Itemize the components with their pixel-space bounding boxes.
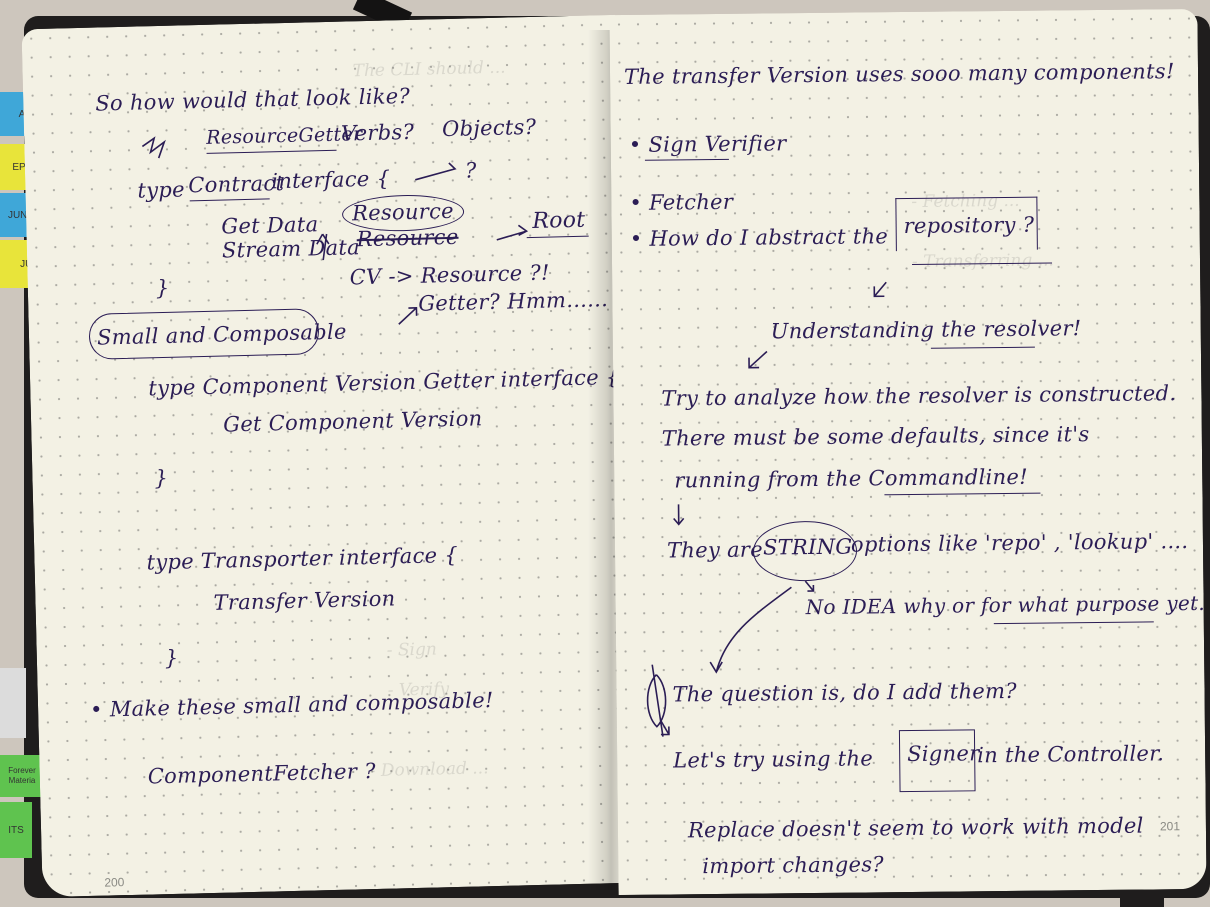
null-symbol — [646, 664, 667, 737]
handwritten-line: Objects? — [441, 114, 537, 142]
arrow-mark — [496, 224, 529, 241]
scribble-mark — [141, 136, 166, 159]
handwritten-line: running from the Commandline! — [674, 464, 1029, 493]
circled-phrase — [88, 308, 320, 360]
handwritten-line: interface { — [270, 166, 391, 194]
handwritten-line: They are — [666, 537, 764, 563]
handwritten-line: Stream Data — [221, 235, 361, 263]
handwritten-line: • Fetcher — [629, 189, 734, 215]
handwritten-line: Contract — [188, 171, 285, 198]
underline — [189, 198, 270, 202]
handwritten-line: • How do I abstract the — [629, 224, 889, 251]
curved-arrow — [709, 586, 792, 674]
handwritten-line: in the Controller. — [977, 741, 1165, 768]
arrow-mark — [398, 307, 418, 325]
handwritten-line: Get Component Version — [222, 406, 483, 437]
handwritten-line: type Transporter interface { — [146, 542, 459, 575]
handwritten-line: Root — [532, 207, 586, 234]
handwritten-line: • Sign Verifier — [628, 131, 787, 157]
handwritten-line: Replace doesn't seem to work with model — [687, 813, 1144, 843]
handwritten-line: Get Data — [221, 212, 319, 239]
handwritten-line: ResourceGetter — [205, 123, 363, 149]
handwritten-line: type Component Version Getter interface … — [148, 364, 620, 401]
handwritten-line: Verbs? — [340, 119, 415, 146]
handwritten-line: Resource — [356, 224, 459, 252]
handwritten-line: Let's try using the — [673, 746, 874, 773]
boxed-word — [898, 729, 976, 793]
handwritten-line: The transfer Version uses sooo many comp… — [623, 59, 1175, 89]
handwritten-line: } — [164, 645, 179, 671]
handwritten-line: • Make these small and composable! — [89, 688, 494, 722]
handwritten-line: Transfer Version — [213, 586, 396, 615]
arrow-mark — [673, 504, 685, 526]
arrow-mark — [415, 162, 457, 181]
page-number: 201 — [1159, 819, 1181, 834]
arrow-mark — [660, 720, 670, 736]
arrow-mark — [804, 580, 815, 592]
handwritten-line: Getter? Hmm...... — [418, 287, 609, 316]
handwritten-line: There must be some defaults, since it's — [661, 422, 1090, 451]
handwritten-line: CV -> Resource ?! — [349, 260, 551, 290]
handwritten-line: No IDEA why or for what purpose yet. — [805, 590, 1206, 620]
boxed-word — [895, 196, 1038, 252]
underline — [930, 346, 1035, 349]
underline — [993, 621, 1154, 625]
handwritten-line: Try to analyze how the resolver is const… — [661, 381, 1177, 411]
underline — [206, 149, 337, 154]
side-tab-its[interactable]: ITS — [0, 802, 32, 858]
bleed-through-text: - Sign — [386, 639, 438, 661]
underline — [884, 492, 1041, 496]
handwritten-line: Understanding the resolver! — [770, 316, 1082, 344]
handwritten-line: import changes? — [702, 852, 885, 879]
side-tab-white — [0, 668, 26, 738]
bleed-through-text: The CLI should ... — [352, 57, 506, 82]
left-page: The CLI should ... ... - Sign - Verify -… — [21, 14, 637, 898]
arrow-mark — [748, 350, 768, 369]
handwritten-line: } — [155, 275, 170, 301]
handwritten-line: type — [137, 177, 186, 203]
side-tab-forever-materia[interactable]: Forever Materia — [0, 755, 44, 797]
right-page: - Fetching ... - Transferring ... The tr… — [609, 8, 1207, 896]
bleed-through-text: - Transferring ... — [911, 250, 1055, 272]
underline — [644, 158, 729, 161]
handwritten-line: ? — [464, 158, 477, 183]
arrow-mark — [873, 281, 887, 298]
underline — [526, 235, 589, 239]
circled-word — [752, 520, 858, 582]
handwritten-line: So how would that look like? — [95, 83, 411, 116]
handwritten-line: The question is, do I add them? — [672, 678, 1017, 707]
handwritten-line: ComponentFetcher ? — [147, 758, 377, 789]
page-number: 200 — [104, 875, 125, 890]
handwritten-line: options like 'repo' , 'lookup' .... — [850, 529, 1189, 557]
bleed-through-text: - Download ... — [369, 758, 489, 782]
handwritten-line: } — [154, 465, 169, 491]
